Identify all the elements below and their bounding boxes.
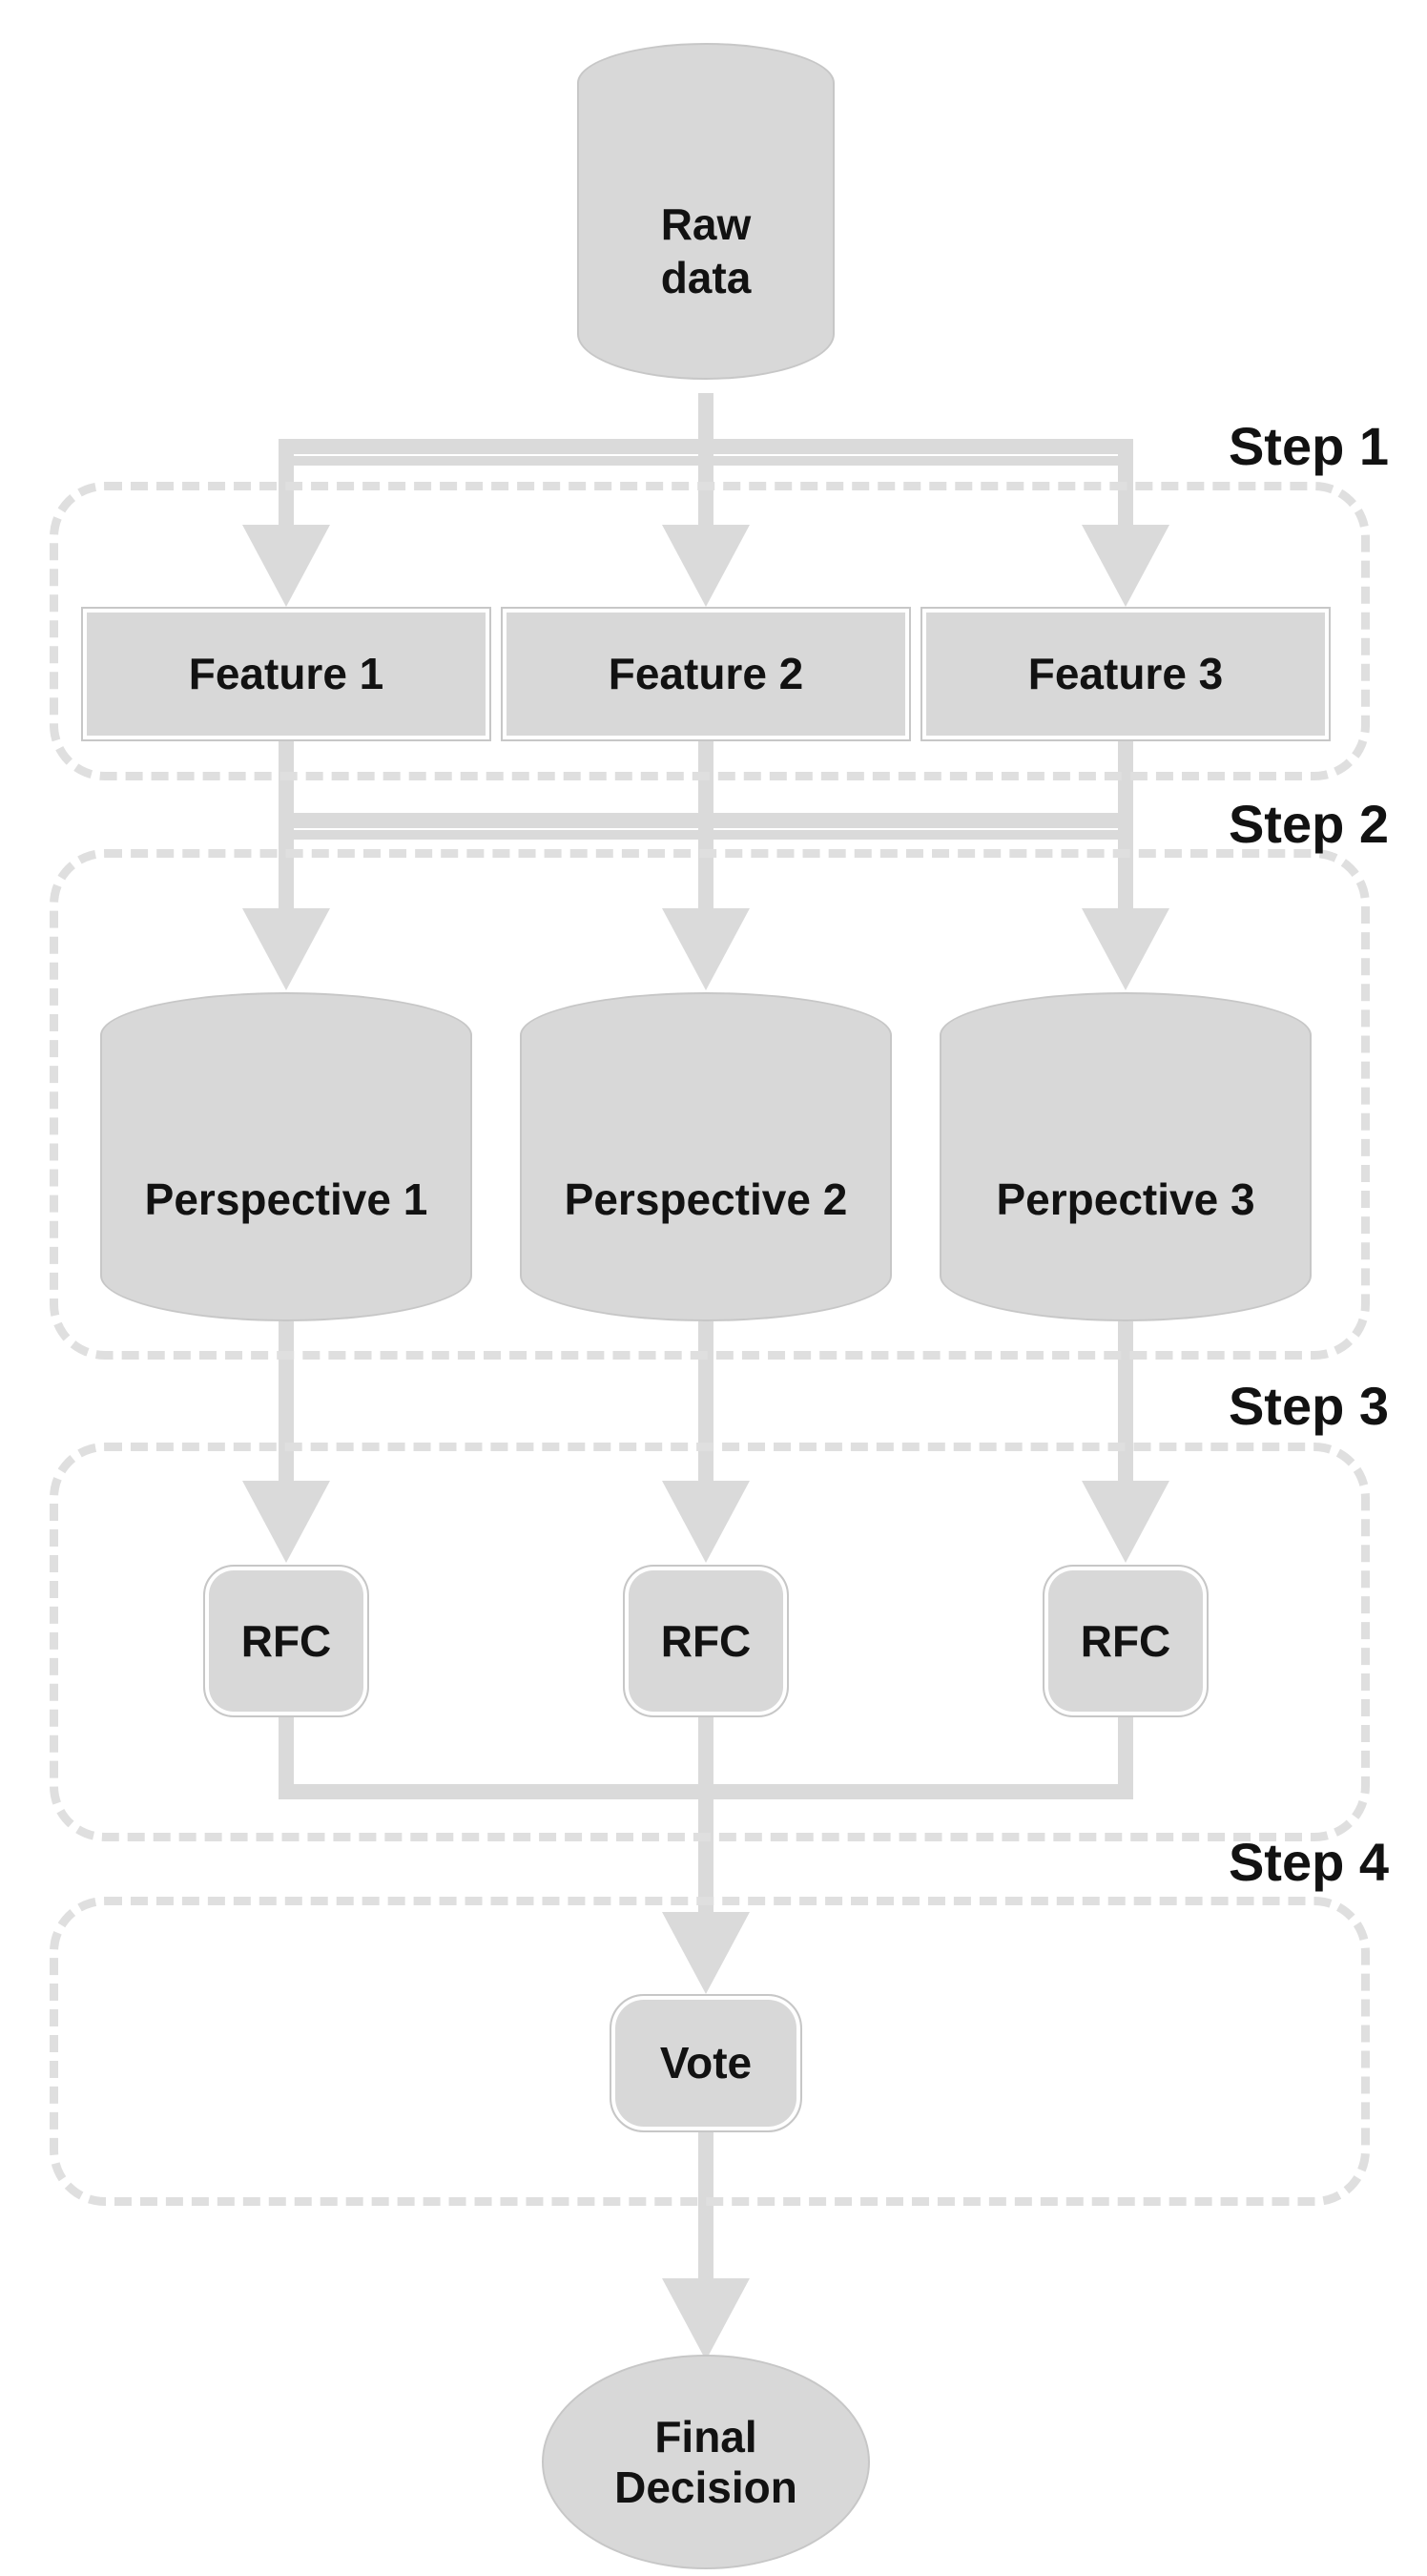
step-2-frame [50, 849, 1370, 1360]
step-1-label: Step 1 [1228, 416, 1389, 476]
raw-data-label: Raw data [660, 199, 752, 302]
step-3-label: Step 3 [1228, 1376, 1389, 1436]
step-4-label: Step 4 [1228, 1832, 1389, 1892]
connector-rfc3-stub [1118, 1715, 1133, 1799]
arrowhead-to-feature-2-icon [662, 525, 750, 607]
arrowhead-to-feature-3-icon [1082, 525, 1169, 607]
rfc-3-label: RFC [1080, 1615, 1171, 1666]
feature-1-node: Feature 1 [81, 607, 491, 741]
perspective-1-label: Perspective 1 [144, 1174, 428, 1224]
feature-3-node: Feature 3 [920, 607, 1331, 741]
connector-step1-branch-bar [279, 439, 1133, 454]
connector-step1-branch-bar-outline [288, 456, 1124, 466]
rfc-3-node: RFC [1043, 1565, 1209, 1717]
arrowhead-to-rfc-2-icon [662, 1481, 750, 1563]
arrowhead-to-perspective-1-icon [242, 908, 330, 990]
arrowhead-to-perspective-3-icon [1082, 908, 1169, 990]
perspective-3-label: Perpective 3 [996, 1174, 1255, 1224]
rfc-1-node: RFC [203, 1565, 369, 1717]
vote-label: Vote [659, 2038, 753, 2088]
rfc-2-node: RFC [623, 1565, 789, 1717]
perspective-3-node: Perpective 3 [940, 992, 1312, 1321]
step-4-frame [50, 1897, 1370, 2206]
step-3-frame [50, 1443, 1370, 1841]
feature-2-node: Feature 2 [501, 607, 911, 741]
cylinder-barrel [577, 83, 835, 380]
arrowhead-to-vote-icon [662, 1912, 750, 1994]
arrowhead-to-final-decision-icon [662, 2278, 750, 2360]
final-decision-node: Final Decision [542, 2355, 870, 2569]
connector-rfc2-to-vote-shaft [698, 1715, 714, 1916]
step-1-frame [50, 482, 1370, 780]
step-2-label: Step 2 [1228, 794, 1389, 854]
connector-vote-to-final-shaft [698, 2130, 714, 2281]
perspective-2-node: Perspective 2 [520, 992, 892, 1321]
connector-step2-branch-bar-outline [288, 830, 1124, 840]
arrowhead-to-rfc-1-icon [242, 1481, 330, 1563]
arrowhead-to-feature-1-icon [242, 525, 330, 607]
cylinder-barrel [100, 1035, 472, 1321]
final-decision-label: Final Decision [614, 2411, 797, 2512]
feature-2-label: Feature 2 [608, 649, 804, 699]
perspective-1-node: Perspective 1 [100, 992, 472, 1321]
connector-rfc1-stub [279, 1715, 294, 1799]
connector-step2-branch-bar [279, 813, 1133, 828]
arrowhead-to-rfc-3-icon [1082, 1481, 1169, 1563]
raw-data-node: Raw data [577, 43, 835, 380]
perspective-2-label: Perspective 2 [564, 1174, 848, 1224]
rfc-1-label: RFC [240, 1615, 332, 1666]
vote-node: Vote [610, 1994, 802, 2132]
cylinder-barrel [520, 1035, 892, 1321]
arrowhead-to-perspective-2-icon [662, 908, 750, 990]
cylinder-barrel [940, 1035, 1312, 1321]
feature-1-label: Feature 1 [188, 649, 384, 699]
feature-3-label: Feature 3 [1027, 649, 1224, 699]
rfc-2-label: RFC [660, 1615, 752, 1666]
